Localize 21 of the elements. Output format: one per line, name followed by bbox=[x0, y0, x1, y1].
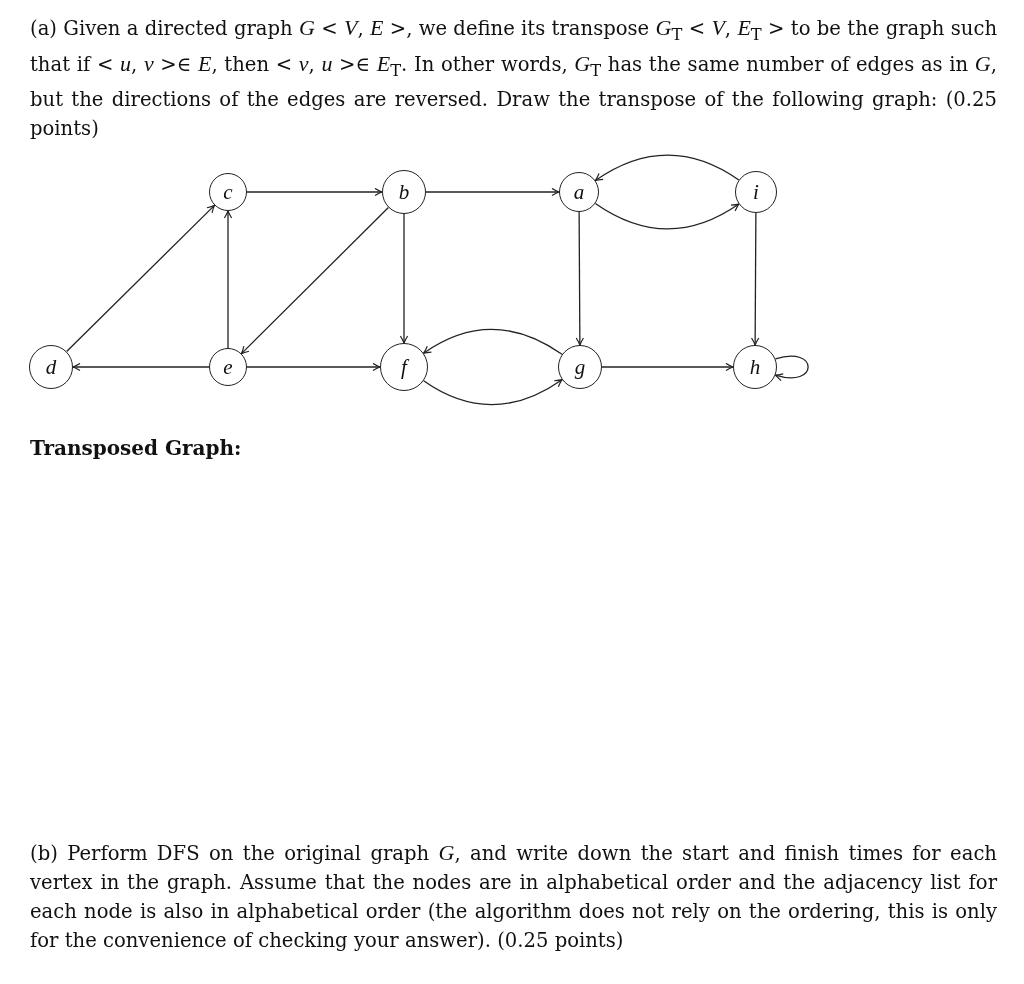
vertex-label: f bbox=[401, 356, 407, 378]
vertex-circle bbox=[380, 343, 428, 391]
vertex-label: b bbox=[398, 181, 410, 203]
vertex-label: d bbox=[45, 356, 57, 378]
vertex-circle bbox=[29, 345, 73, 389]
vertex-circle bbox=[209, 173, 247, 211]
question-paragraph: (b) Perform DFS on the original graph G, and write down the start and finish times for each vertex in the graph. Assume that the nodes are in alphabetical order and the adjacency list for each node is also in alphabetical order (the algorithm does not rely on the ordering, this is only for the convenience of checking your answer). (0.25 points) bbox=[30, 839, 997, 954]
vertex-label: a bbox=[573, 181, 585, 203]
vertex-label: g bbox=[574, 356, 586, 378]
vertex-label: i bbox=[753, 181, 759, 203]
vertex-label: h bbox=[749, 356, 761, 378]
vertex-circle bbox=[559, 172, 599, 212]
vertex-circle bbox=[733, 345, 777, 389]
vertex-circle bbox=[382, 170, 426, 214]
vertex-circle bbox=[735, 171, 777, 213]
vertex-label: c bbox=[223, 181, 233, 203]
vertex-label: e bbox=[223, 356, 233, 378]
vertex-circle bbox=[209, 348, 247, 386]
question-paragraph: (a) Given a directed graph G < V, E >, we define its transpose G$_{T}$ < V, E$_{T}$ > to be the graph such that if < u, v >∈ E, then < v, u >∈ E$_{T}$. In other words, G$_{T}$ has the same number of edges as in G, but the directions of the edges are reversed. Draw the transpose of the following graph: (0.25 points) bbox=[30, 14, 997, 142]
section-heading: Transposed Graph: bbox=[30, 435, 242, 462]
vertex-circle bbox=[558, 345, 602, 389]
